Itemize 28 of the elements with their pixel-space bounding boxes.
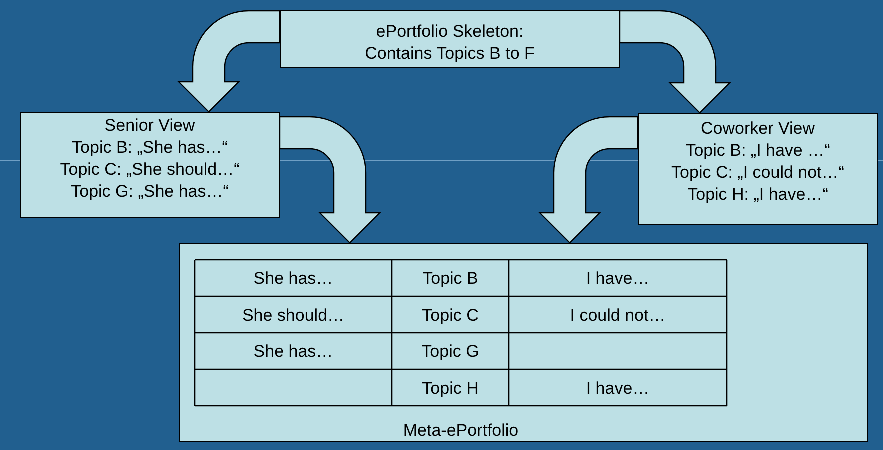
box-text: Topic B: „I have …“: [684, 140, 832, 162]
box-text: Topic G: „She has…“: [70, 181, 230, 203]
table-cell-text: I have…: [586, 268, 650, 290]
table-cell-text: Topic G: [422, 341, 480, 363]
box-text: ePortfolio Skeleton: Contains Topics B to F: [364, 21, 536, 65]
curved-block-arrow: [178, 10, 281, 113]
table-cell-text: She has…: [254, 268, 334, 290]
box-text: Topic B: „She has…“: [71, 137, 229, 159]
curved-block-arrow: [539, 116, 639, 244]
text-box: [638, 113, 878, 225]
text-box: [280, 10, 620, 68]
curved-block-arrow: [279, 116, 381, 244]
box-title: Meta-ePortfolio: [403, 420, 519, 442]
table-cell-text: Topic H: [422, 378, 479, 400]
table-cell-text: Topic B: [422, 268, 478, 290]
box-heading: Senior View: [104, 115, 196, 137]
text-box: [20, 112, 280, 218]
box-text: Topic C: „She should…“: [59, 159, 241, 181]
text-box: [179, 243, 868, 442]
box-heading: Coworker View: [700, 118, 816, 140]
curved-block-arrow: [619, 10, 731, 114]
box-text: Topic H: „I have…“: [686, 184, 830, 206]
table-cell-text: I could not…: [570, 304, 666, 326]
box-text: Topic C: „I could not…“: [670, 162, 846, 184]
table-cell-text: She has…: [254, 341, 334, 363]
table-cell-text: Topic C: [422, 304, 479, 326]
table-cell-text: She should…: [242, 304, 345, 326]
table-cell-text: I have…: [586, 378, 650, 400]
